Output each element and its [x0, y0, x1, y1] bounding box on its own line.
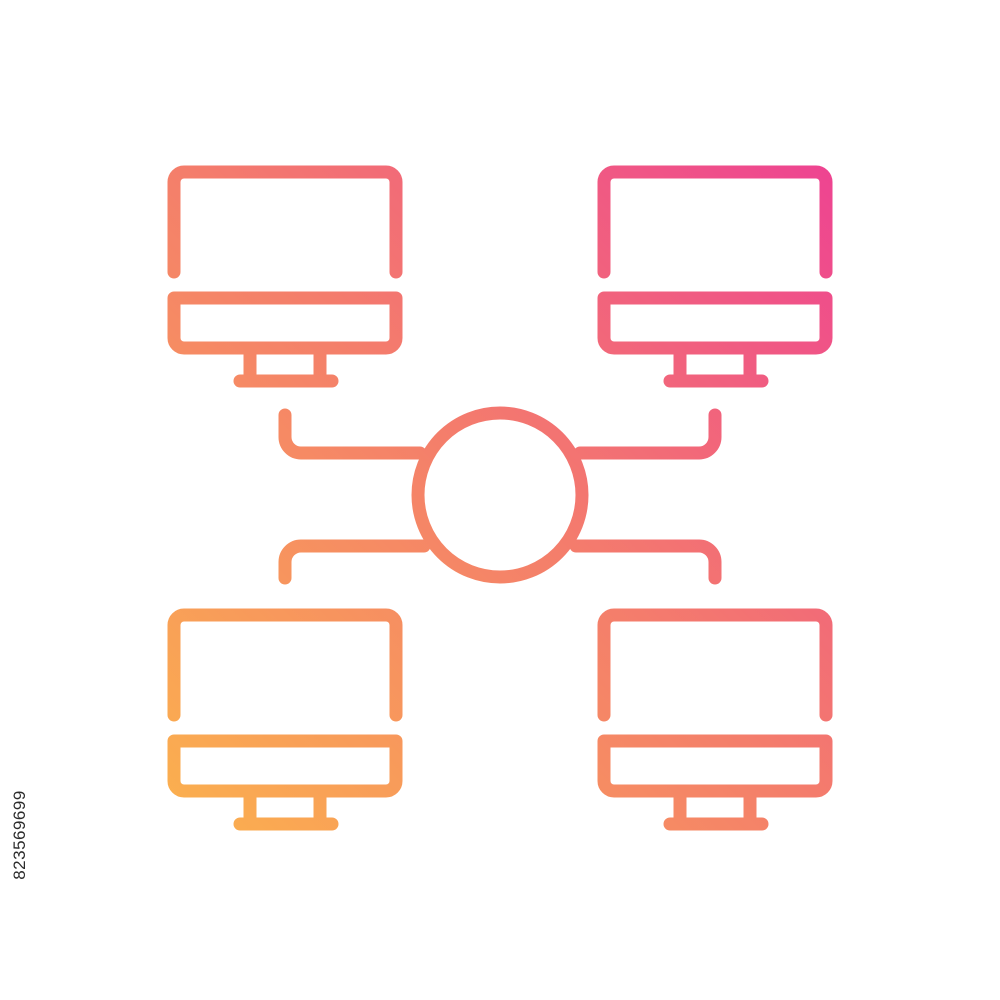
monitor-top-left-icon: [167, 165, 403, 388]
watermark-id-text: 823569699: [10, 790, 29, 880]
connector-top-left: [278, 408, 427, 460]
monitor-bottom-right-icon: [597, 608, 833, 831]
monitor-bottom-left-icon: [167, 608, 403, 831]
connector-bottom-right: [569, 539, 722, 585]
connector-top-right: [573, 408, 722, 460]
network-hub-icon: [411, 406, 589, 584]
connector-bottom-left: [278, 539, 431, 585]
monitor-top-right-icon: [597, 165, 833, 388]
